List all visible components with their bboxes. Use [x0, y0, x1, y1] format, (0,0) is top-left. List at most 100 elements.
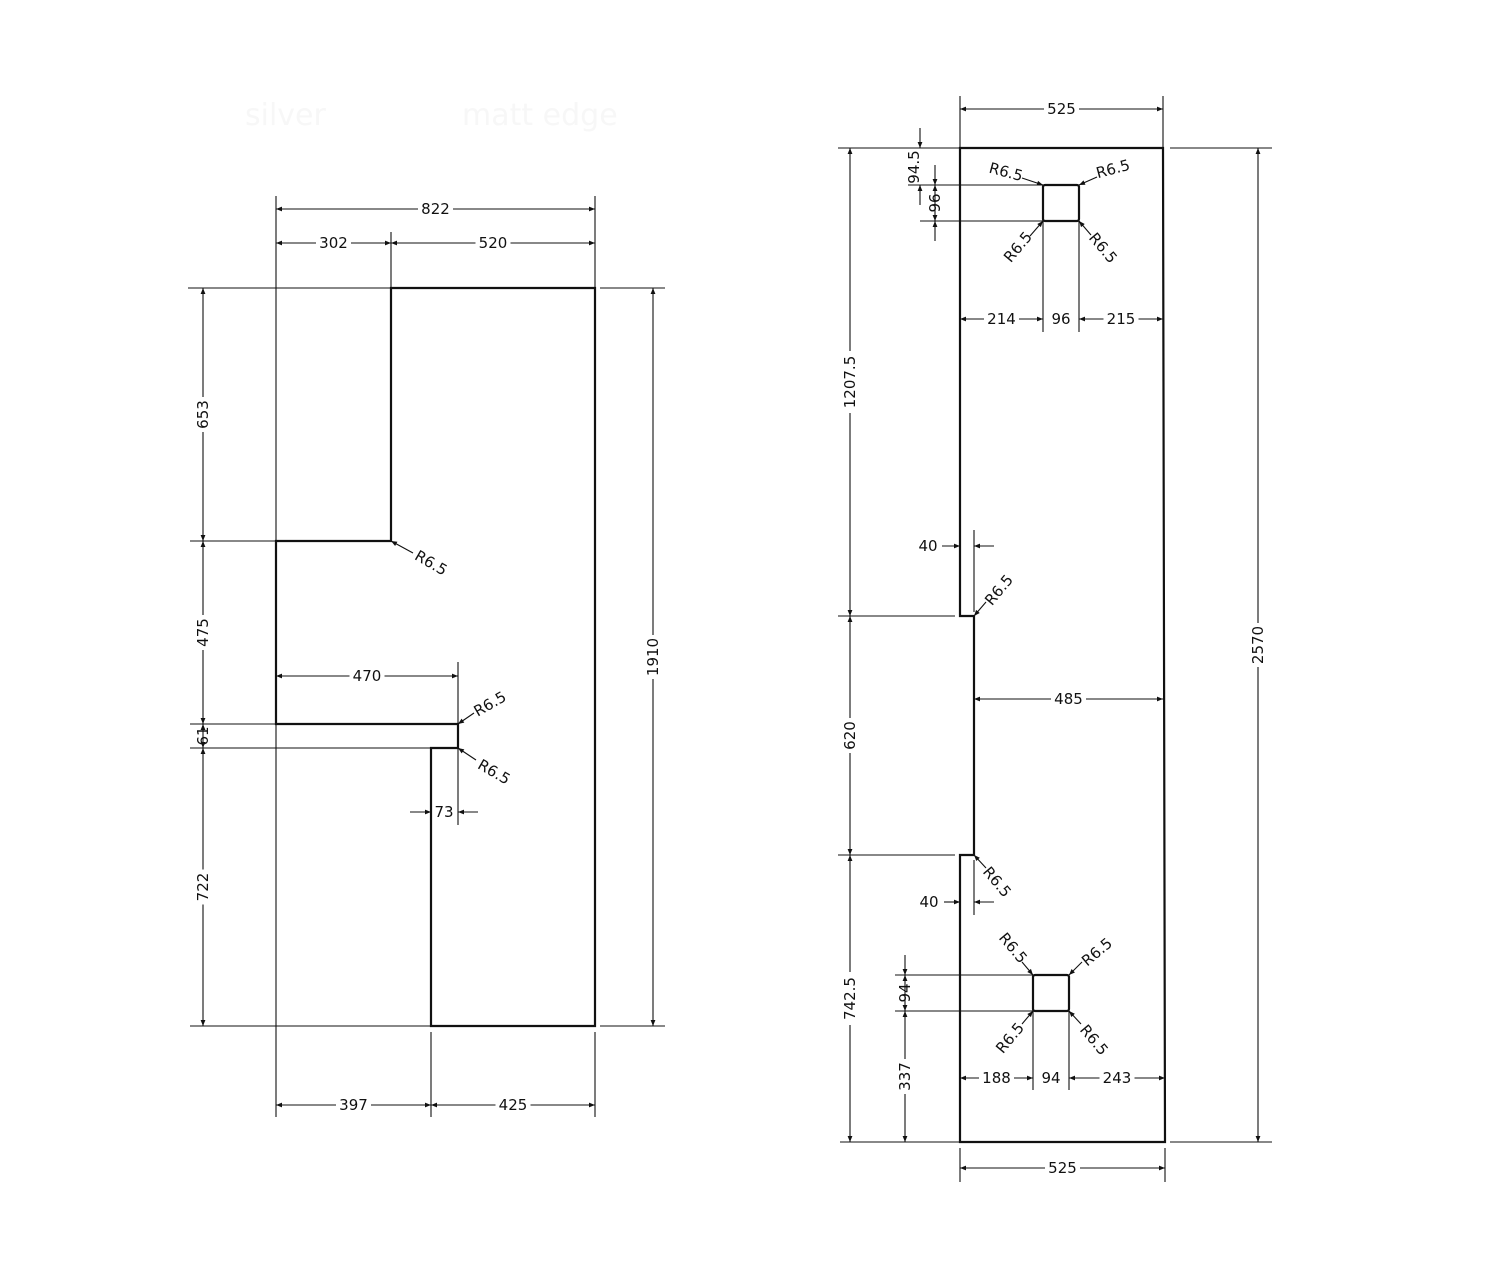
dimension-label: 61: [194, 726, 212, 745]
dimension-label: 425: [499, 1096, 528, 1114]
label-background: [979, 1069, 1014, 1087]
left-panel: [188, 196, 665, 1117]
radius-label: R6.5: [992, 1019, 1028, 1057]
radius-label: R6.5: [987, 159, 1025, 185]
leader-line: [1029, 220, 1044, 237]
dim-right-top-width: 525: [960, 100, 1163, 118]
dimension-label: 525: [1048, 1159, 1077, 1177]
label-background: [841, 972, 859, 1025]
dimension-label: 96: [926, 193, 944, 212]
dimension-label: 722: [194, 873, 212, 902]
dimension-label: 215: [1107, 310, 1136, 328]
dimension-label: 653: [194, 400, 212, 429]
dimension-label: 188: [982, 1069, 1011, 1087]
dimension-label: 337: [896, 1062, 914, 1091]
watermark-left: silver: [245, 98, 326, 133]
label-background: [1249, 623, 1267, 667]
dim-right-middle-width: 485: [974, 690, 1163, 708]
dim-right-top-hole-right: 215: [1079, 310, 1163, 328]
dim-right-upper-height: 1207.5: [841, 148, 859, 616]
radius-callout: R6.5: [987, 159, 1044, 186]
dimension-label: 243: [1103, 1069, 1132, 1087]
radius-label: R6.5: [1094, 156, 1132, 182]
dimension-label: 822: [421, 200, 450, 218]
dim-right-notch-depth-bottom: 40: [919, 893, 994, 911]
dim-right-bottom-hole-right: 243: [1069, 1069, 1165, 1087]
dim-right-lower-height: 742.5: [841, 855, 859, 1142]
dim-left-top-left-width: 302: [276, 234, 391, 252]
left-extension-lines: [188, 196, 665, 1117]
dim-left-total-height: 1910: [644, 288, 662, 1026]
radius-callout: R6.5: [1078, 156, 1132, 186]
dim-left-bottom-left-width: 397: [276, 1096, 431, 1114]
radius-callout: R6.5: [1068, 1010, 1112, 1059]
label-background: [194, 869, 212, 905]
label-background: [644, 635, 662, 679]
dim-left-total-width: 822: [276, 200, 595, 218]
radius-callout: R6.5: [1068, 934, 1116, 976]
dimension-label: 525: [1047, 100, 1076, 118]
leader-line: [1078, 176, 1098, 186]
leader-line: [1068, 961, 1083, 976]
right-panel-outline: [958, 146, 1167, 1144]
dim-right-bottom-hole-offset: 337: [896, 1011, 914, 1142]
label-background: [418, 200, 453, 218]
dim-right-top-hole-offset: 94.5: [905, 128, 923, 205]
bottom-cutout: [1031, 973, 1071, 1013]
dimension-label: 470: [353, 667, 382, 685]
label-background: [194, 615, 212, 650]
radius-label: R6.5: [995, 929, 1031, 967]
radius-callout: R6.5: [1078, 220, 1121, 267]
dim-right-bottom-width: 525: [960, 1159, 1165, 1177]
label-background: [1099, 1069, 1135, 1087]
radius-label: R6.5: [1076, 1021, 1112, 1059]
label-background: [841, 718, 859, 753]
dim-right-top-hole-left: 214: [960, 310, 1043, 328]
dimension-label: 620: [841, 721, 859, 750]
label-background: [194, 397, 212, 432]
dim-right-bottom-hole-height: 94: [896, 975, 914, 1011]
leader-line: [1068, 1010, 1082, 1025]
dimension-label: 520: [479, 234, 508, 252]
dim-right-top-hole-width: 96: [1051, 310, 1070, 328]
dim-right-top-hole-height: 96: [926, 185, 944, 221]
dim-left-upper-height: 653: [194, 288, 212, 541]
radius-callout: R6.5: [973, 571, 1017, 617]
radius-callout: R6.5: [992, 1010, 1034, 1057]
radius-label: R6.5: [412, 547, 451, 580]
label-background: [841, 351, 859, 413]
radius-label: R6.5: [979, 863, 1015, 901]
leader-line: [973, 854, 987, 869]
leader-line: [1021, 961, 1034, 976]
label-background: [896, 1059, 914, 1094]
label-background: [316, 234, 351, 252]
dimension-label: 2570: [1249, 626, 1267, 664]
label-background: [495, 1096, 531, 1114]
dim-left-lower-height: 722: [194, 748, 212, 1026]
dimension-label: 1910: [644, 638, 662, 676]
dim-right-bottom-hole-width: 94: [1041, 1069, 1060, 1087]
dimension-label: 302: [319, 234, 348, 252]
label-background: [349, 667, 385, 685]
left-panel-outline: [274, 286, 597, 1028]
radius-callout: R6.5: [390, 540, 451, 580]
dimension-label: 397: [339, 1096, 368, 1114]
top-cutout: [1041, 183, 1081, 223]
label-background: [984, 310, 1019, 328]
label-background: [336, 1096, 371, 1114]
right-panel: [838, 96, 1272, 1182]
leader-line: [457, 712, 475, 725]
label-background: [1045, 1159, 1080, 1177]
radius-label: R6.5: [471, 688, 510, 721]
radius-label: R6.5: [981, 571, 1017, 609]
label-background: [1051, 690, 1086, 708]
watermark-right: matt edge: [462, 98, 618, 133]
dim-left-bottom-right-width: 425: [431, 1096, 595, 1114]
radius-callout: R6.5: [1000, 220, 1044, 266]
dim-left-top-right-width: 520: [391, 234, 595, 252]
dim-left-middle-height: 475: [194, 541, 212, 724]
label-background: [475, 234, 511, 252]
radius-label: R6.5: [1000, 228, 1036, 266]
dimension-label: 485: [1054, 690, 1083, 708]
